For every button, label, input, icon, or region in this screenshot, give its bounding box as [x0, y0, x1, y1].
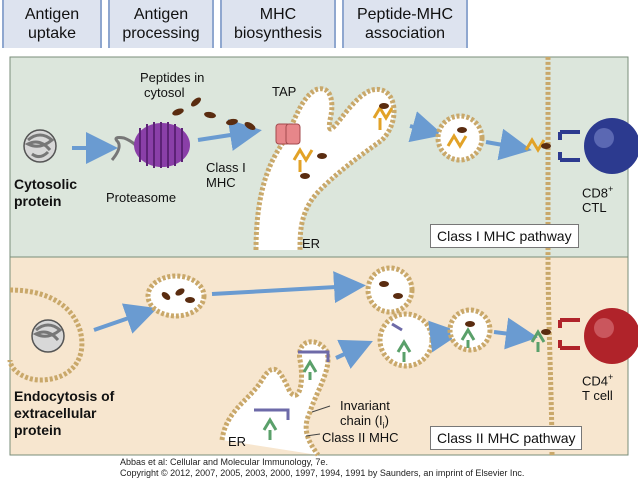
label-line: MHC: [206, 175, 236, 190]
label-line: extracellular: [14, 405, 97, 421]
stage-header-line1: Antigen: [133, 6, 189, 23]
proteasome-label: Proteasome: [106, 190, 177, 205]
proteasome-icon: [134, 122, 190, 168]
cytosolic-protein-icon: [23, 129, 57, 163]
invariant-sub: i: [382, 420, 385, 431]
stage-header-mhc-biosynthesis: MHC biosynthesis: [220, 0, 336, 48]
cd8-sup: +: [608, 184, 614, 194]
stage-header-line2: uptake: [27, 25, 77, 42]
cytosolic-protein-label: Cytosolic protein: [14, 176, 77, 210]
class1-surface-complex: [524, 130, 580, 162]
endosome: [145, 273, 207, 319]
er-class2: [219, 339, 331, 457]
cd8-text: CD8: [582, 185, 609, 201]
credit-line-2: Copyright © 2012, 2007, 2005, 2003, 2000…: [120, 468, 525, 478]
er-label-class1: ER: [302, 236, 321, 251]
extracellular-protein-icon: [31, 319, 65, 353]
label-line: CTL: [582, 200, 607, 216]
stage-header-line1: MHC: [259, 6, 297, 23]
class2-pathway-box: Class II MHC pathway: [430, 426, 583, 450]
label-line: T cell: [582, 388, 613, 404]
tap-transporter-icon: [275, 123, 301, 145]
label-line: chain (Ii): [340, 413, 390, 434]
class1-pathway-box: Class I MHC pathway: [430, 224, 579, 248]
cd4-t-cell: [584, 308, 638, 364]
cytosol-peptides-icon: [172, 97, 256, 130]
cd8-ctl-label: CD8+ CTL: [582, 182, 613, 215]
cd4-sup: +: [608, 372, 614, 382]
label-line: Class I: [206, 160, 246, 175]
class2-surface-complex: [530, 318, 580, 352]
er-label-class2: ER: [228, 434, 247, 449]
invariant-close: ): [384, 413, 389, 428]
label-line: protein: [14, 422, 62, 438]
stage-header-antigen-uptake: Antigen uptake: [2, 0, 102, 48]
stage-header-line2: biosynthesis: [233, 25, 323, 42]
stage-header-line1: Antigen: [24, 6, 80, 23]
stage-header-line2: processing: [122, 25, 200, 42]
class2-loaded-vesicle: [447, 307, 493, 353]
class1-mhc-label: Class I MHC: [206, 160, 246, 190]
credit-line-1: Abbas et al: Cellular and Molecular Immu…: [120, 457, 328, 467]
peptides-in-cytosol-label: Peptides in cytosol: [140, 70, 204, 100]
class1-vesicle: [435, 113, 485, 163]
stage-header-antigen-processing: Antigen processing: [108, 0, 214, 48]
apc-membrane: [545, 56, 555, 456]
invariant-chain-label: Invariant chain (Ii): [340, 398, 390, 434]
label-line: CD8+: [582, 182, 613, 200]
label-line: cytosol: [144, 85, 185, 100]
fusion-vesicle: [365, 265, 435, 369]
label-line: Cytosolic: [14, 176, 78, 192]
endocytic-membrane: [7, 287, 85, 383]
endocytosis-label: Endocytosis of extracellular protein: [14, 388, 114, 439]
label-line: protein: [14, 193, 62, 209]
label-line: Endocytosis of: [14, 388, 115, 404]
cd4-text: CD4: [582, 373, 609, 389]
cd4-tcell-label: CD4+ T cell: [582, 370, 613, 403]
stage-header-line2: association: [364, 25, 446, 42]
class1-mhc-loaded-icon: [372, 105, 394, 130]
tap-label: TAP: [272, 84, 297, 99]
class2-mhc-invariant-icon: [254, 350, 330, 440]
stage-header-line1: Peptide-MHC: [356, 6, 454, 23]
stage-header-peptide-mhc-association: Peptide-MHC association: [342, 0, 468, 48]
label-line: Peptides in: [140, 70, 205, 85]
class1-mhc-er-icon: [292, 147, 314, 172]
cd8-t-cell: [584, 118, 638, 174]
invariant-text: chain (I: [340, 413, 383, 428]
label-line: Invariant: [340, 398, 390, 413]
label-line: CD4+: [582, 370, 613, 388]
class2-mhc-label: Class II MHC: [322, 430, 399, 445]
